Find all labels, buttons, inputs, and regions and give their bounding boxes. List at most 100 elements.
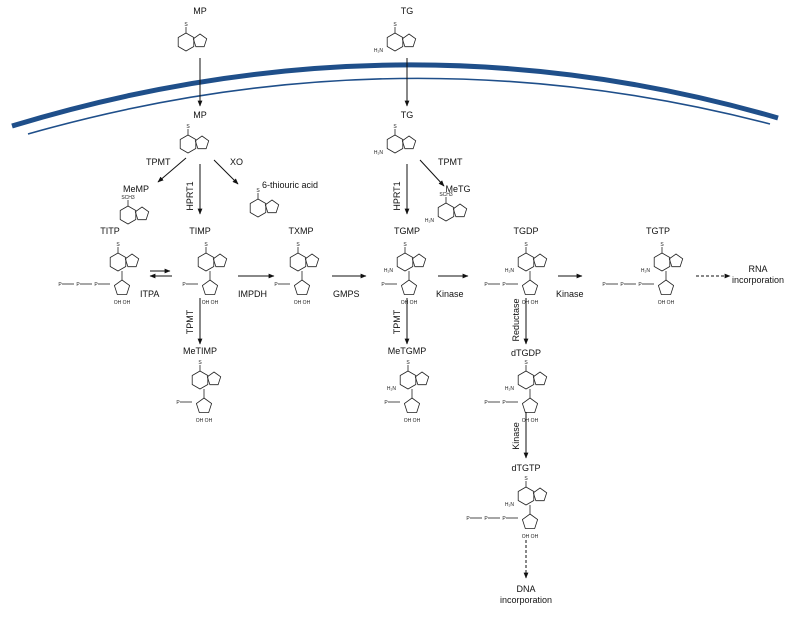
label-dtgtp: dTGTP <box>511 463 540 473</box>
purine-six-ring <box>179 134 197 154</box>
substituent-atom: S <box>256 188 260 194</box>
purine-five-ring <box>304 253 320 268</box>
label-metimp: MeTIMP <box>183 346 217 356</box>
ribose-ring <box>113 279 131 295</box>
ribose-ring <box>400 279 418 295</box>
hydroxyl-groups: OH OH <box>658 300 675 306</box>
purine-five-ring <box>668 253 684 268</box>
phosphate-atom: P <box>502 400 506 406</box>
substituent-atom: S <box>524 242 528 248</box>
substituent-atom: S <box>116 242 120 248</box>
label-memp: MeMP <box>123 184 149 194</box>
ribose-ring <box>195 397 213 413</box>
purine-five-ring <box>194 135 210 150</box>
purine-five-ring <box>206 371 222 386</box>
substituent-atom: S <box>406 360 410 366</box>
label-metgmp: MeTGMP <box>388 346 427 356</box>
purine-five-ring <box>401 33 417 48</box>
substituent-atom: S <box>393 22 397 28</box>
ribose-ring <box>657 279 675 295</box>
structure-memp: SCH3 <box>119 195 150 225</box>
substituent-atom: S <box>660 242 664 248</box>
purine-five-ring <box>532 253 548 268</box>
arrow-tg-metg <box>419 159 445 187</box>
purine-five-ring <box>452 203 468 218</box>
enzyme-kinase-tgdp: Kinase <box>556 289 584 299</box>
enzyme-tpmt-left: TPMT <box>146 157 171 167</box>
phosphate-atom: P <box>274 282 278 288</box>
substituent-atom: S <box>204 242 208 248</box>
label-tgtp: TGTP <box>646 226 670 236</box>
purine-five-ring <box>411 253 427 268</box>
purine-six-ring <box>197 252 215 272</box>
purine-five-ring <box>212 253 228 268</box>
phosphate-atom: P <box>502 516 506 522</box>
hydroxyl-groups: OH OH <box>522 300 539 306</box>
enzyme-tpmt-right: TPMT <box>438 157 463 167</box>
phosphate-atom: P <box>638 282 642 288</box>
purine-five-ring <box>192 33 208 48</box>
label-metg: MeTG <box>445 184 470 194</box>
phosphate-atom: P <box>182 282 186 288</box>
ribose-ring <box>521 513 539 529</box>
ribose-ring <box>201 279 219 295</box>
enzyme-tpmt-timp: TPMT <box>185 309 195 334</box>
hydroxyl-groups: OH OH <box>114 300 131 306</box>
outcome-dna-line1: DNA <box>516 584 535 594</box>
purine-six-ring <box>517 486 535 506</box>
purine-six-ring <box>396 252 414 272</box>
phosphate-atom: P <box>466 516 470 522</box>
ribose-ring <box>403 397 421 413</box>
purine-six-ring <box>517 252 535 272</box>
label-mp-outside: MP <box>193 6 207 16</box>
structure-mp-inside: S <box>179 124 210 154</box>
cell-membrane-outer <box>11 62 779 129</box>
structure-mp-outside: S <box>177 22 208 52</box>
substituent-atom: S <box>184 22 188 28</box>
purine-six-ring <box>399 370 417 390</box>
substituent-atom: S <box>524 360 528 366</box>
purine-six-ring <box>249 198 267 218</box>
label-tgdp: TGDP <box>513 226 538 236</box>
structure-titp: S P P P OH OH <box>58 242 140 306</box>
enzyme-hprt1-right: HPRT1 <box>392 181 402 210</box>
ribose-ring <box>521 397 539 413</box>
label-timp: TIMP <box>189 226 211 236</box>
phosphate-atom: P <box>58 282 62 288</box>
enzyme-reductase: Reductase <box>511 298 521 341</box>
enzyme-itpa: ITPA <box>140 289 159 299</box>
amino-group: H₂N <box>384 268 394 274</box>
hydroxyl-groups: OH OH <box>401 300 418 306</box>
phosphate-atom: P <box>484 516 488 522</box>
outcome-rna-line2: incorporation <box>732 275 784 285</box>
enzyme-gmps: GMPS <box>333 289 360 299</box>
cell-membrane-inner <box>27 77 771 135</box>
hydroxyl-groups: OH OH <box>196 418 213 424</box>
hydroxyl-groups: OH OH <box>522 418 539 424</box>
hydroxyl-groups: OH OH <box>202 300 219 306</box>
purine-five-ring <box>134 206 150 221</box>
amino-group: H₂N <box>505 268 515 274</box>
purine-six-ring <box>289 252 307 272</box>
purine-six-ring <box>119 205 137 225</box>
phosphate-atom: P <box>384 400 388 406</box>
amino-group: H₂N <box>374 48 384 54</box>
phosphate-atom: P <box>76 282 80 288</box>
phosphate-atom: P <box>484 282 488 288</box>
structure-thiouric: S <box>249 188 280 218</box>
label-tg-inside: TG <box>401 110 414 120</box>
label-dtgdp: dTGDP <box>511 348 541 358</box>
phosphate-atom: P <box>602 282 606 288</box>
phosphate-atom: P <box>94 282 98 288</box>
amino-group: H₂N <box>425 218 435 224</box>
enzyme-tpmt-tgmp: TPMT <box>392 309 402 334</box>
hydroxyl-groups: OH OH <box>522 534 539 540</box>
phosphate-atom: P <box>502 282 506 288</box>
purine-five-ring <box>401 135 417 150</box>
